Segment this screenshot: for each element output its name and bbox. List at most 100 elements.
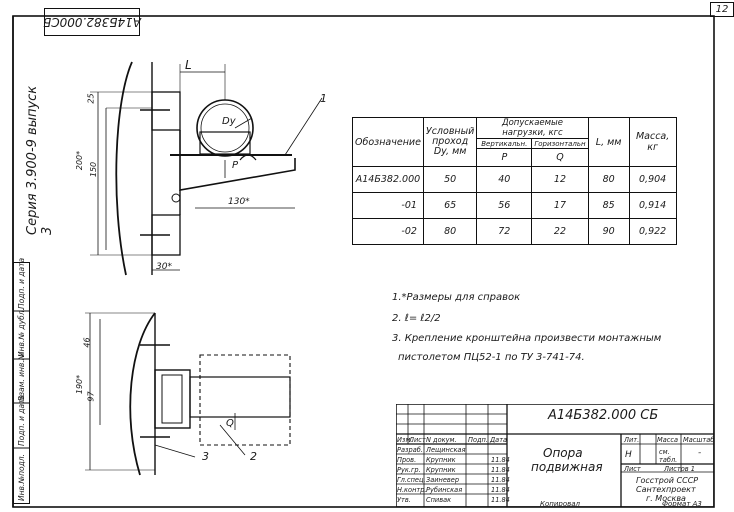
cell-l: 85 <box>587 192 630 219</box>
th-dy-line2: проход <box>432 136 469 147</box>
col-izm: Изм. <box>397 436 413 444</box>
cell-mass: 0,914 <box>628 192 677 219</box>
side-label-replace-inv: Взам. инв.№ <box>17 352 26 401</box>
dim-46: 46 <box>82 337 92 348</box>
cell-l: 90 <box>587 218 630 245</box>
label-P: P <box>232 160 239 171</box>
org-line1: Госстрой СССР <box>636 476 699 485</box>
role-norm-control: Н.контр. <box>397 486 427 494</box>
side-label-sign-date: Подп. и дата <box>17 394 26 446</box>
label-lit: Лит. <box>624 436 640 444</box>
role-group-lead: Рук.гр. <box>397 466 421 474</box>
note-3-line1: 3. Крепление кронштейна произвести монта… <box>392 333 662 344</box>
role-approved: Утв. <box>397 496 411 504</box>
role-developer: Разраб. <box>397 446 423 454</box>
title-name-line2: подвижная <box>531 460 603 474</box>
note-2: 2. ℓ= ℓ2/2 <box>392 313 441 324</box>
col-date: Дата <box>490 436 508 444</box>
name-approved: Спивак <box>426 496 452 504</box>
col-sign: Подп. <box>468 436 488 444</box>
name-group-lead: Крупник <box>426 466 456 474</box>
series-label: Серия 3.900-9 выпуск 3 <box>25 85 55 235</box>
callout-1: 1 <box>320 92 327 105</box>
format-label: Формат А3 <box>662 500 702 508</box>
th-p: P <box>476 148 533 167</box>
date-chief-spec: 11.84 <box>491 476 510 484</box>
side-label-inv-orig: Инв.№подл. <box>17 454 26 501</box>
note-3-line2: пистолетом ПЦ52-1 по ТУ 3-741-74. <box>398 352 585 363</box>
th-loads: Допускаемые нагрузки, кгс <box>476 117 589 139</box>
cell-dy: 65 <box>422 192 478 219</box>
name-norm-control: Рубинская <box>426 486 463 494</box>
table-row: А14Б382.000 50 40 12 80 0,904 <box>352 166 677 193</box>
th-dy: Условный проход Dy, мм <box>422 117 478 167</box>
label-L: L <box>185 58 192 72</box>
cell-dy: 80 <box>422 218 478 245</box>
callout-2: 2 <box>250 450 257 463</box>
name-checker: Крупник <box>426 456 456 464</box>
document-code-stamp: А14Б382.000СБ <box>43 8 141 36</box>
label-Dy: Dy <box>222 116 236 127</box>
table-row: -02 80 72 22 90 0,922 <box>352 218 677 245</box>
th-mass-line2: кг <box>647 142 658 153</box>
th-designation: Обозначение <box>352 117 424 167</box>
scale-value: - <box>698 448 702 458</box>
title-block-grid <box>396 404 714 507</box>
name-developer: Лещинская <box>426 446 466 454</box>
cell-designation: -02 <box>352 218 424 245</box>
th-vertical: Вертикальн. <box>476 138 533 149</box>
side-label-sign-date-2: Подп. и дата <box>17 257 26 309</box>
lit-value: Н <box>625 450 632 460</box>
label-Q: Q <box>226 418 234 429</box>
name-chief-spec: Заиневер <box>426 476 460 484</box>
label-sheets: Листов 1 <box>664 465 695 473</box>
title-block-code: А14Б382.000 СБ <box>548 408 659 423</box>
th-l: L, мм <box>587 117 630 167</box>
cell-p: 56 <box>476 192 533 219</box>
dim-190: 190* <box>75 374 85 395</box>
th-mass: Масса, кг <box>628 117 677 167</box>
dim-200: 200* <box>75 150 85 171</box>
org-line2: Сантехпроект <box>636 485 696 494</box>
label-mass: Масса <box>657 436 679 444</box>
table-row: -01 65 56 17 85 0,914 <box>352 192 677 219</box>
note-2-prefix: 2. <box>392 313 405 324</box>
th-horizontal: Горизонтальн <box>531 138 589 149</box>
cell-l: 80 <box>587 166 630 193</box>
dim-97: 97 <box>86 391 96 402</box>
page-number: 12 <box>710 2 734 17</box>
cell-mass: 0,922 <box>628 218 677 245</box>
th-mass-line1: Масса, <box>635 131 670 142</box>
th-dy-line3: Dy, мм <box>433 146 467 157</box>
cell-dy: 50 <box>422 166 478 193</box>
note-2-formula: ℓ= ℓ2/2 <box>404 313 441 324</box>
mass-value: см. табл. <box>659 448 678 464</box>
col-doc: N докум. <box>426 436 457 444</box>
title-name-line1: Опора <box>543 446 583 460</box>
side-view-drawing <box>90 61 323 276</box>
date-group-lead: 11.84 <box>491 466 510 474</box>
date-norm-control: 11.84 <box>491 486 510 494</box>
date-checker: 11.84 <box>491 456 510 464</box>
dim-25: 25 <box>86 93 96 104</box>
th-dy-line1: Условный <box>425 126 475 137</box>
dim-150: 150 <box>89 161 99 178</box>
role-checker: Пров. <box>397 456 417 464</box>
label-sheet: Лист <box>624 465 641 473</box>
side-label-dup-inv: Инв.№ дубл. <box>17 308 26 357</box>
copied-label: Копировал <box>540 500 580 508</box>
side-revision-strip: Инв.№подл. Подп. и дата Взам. инв.№ Инв.… <box>13 258 30 504</box>
cell-q: 17 <box>531 192 589 219</box>
label-scale: Масштаб <box>683 436 715 444</box>
cell-designation: А14Б382.000 <box>352 166 424 193</box>
role-chief-spec: Гл.спец. <box>397 476 426 484</box>
org-line3: г. Москва <box>646 494 686 503</box>
cell-q: 22 <box>531 218 589 245</box>
cell-q: 12 <box>531 166 589 193</box>
dim-30: 30* <box>156 262 172 272</box>
cell-p: 72 <box>476 218 533 245</box>
dimensions-table: Обозначение Условный проход Dy, мм Допус… <box>352 117 677 245</box>
note-1: 1.*Размеры для справок <box>392 292 521 303</box>
cell-mass: 0,904 <box>628 166 677 193</box>
